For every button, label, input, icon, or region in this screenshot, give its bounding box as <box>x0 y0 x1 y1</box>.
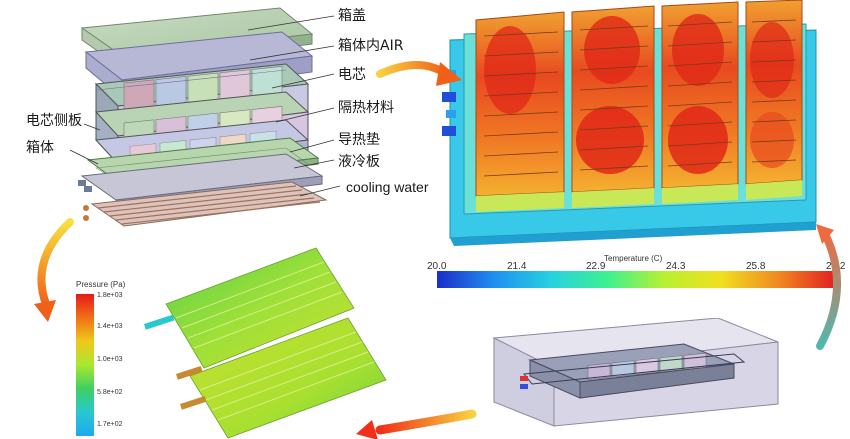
label-cells: 电芯 <box>338 67 366 83</box>
outlet-port <box>442 126 456 136</box>
coolant-channels <box>83 181 328 227</box>
pressure-tick-3: 5.8e+02 <box>97 389 123 396</box>
cold-plate-upper <box>165 247 355 369</box>
label-cold-plate: 液冷板 <box>338 154 380 170</box>
module-columns <box>475 0 803 212</box>
pressure-legend-title: Pressure (Pa) <box>76 280 126 289</box>
pressure-tick-4: 1.7e+02 <box>97 421 123 428</box>
temperature-tick-3: 24.3 <box>666 261 686 272</box>
label-housing: 箱体 <box>26 140 54 156</box>
pressure-tick-2: 1.0e+03 <box>97 356 123 363</box>
temperature-legend-title: Temperature (C) <box>604 254 663 263</box>
temperature-tick-1: 21.4 <box>507 261 527 272</box>
pressure-tick-1: 1.4e+03 <box>97 323 123 330</box>
label-cell-side-plate: 电芯侧板 <box>26 113 82 129</box>
arrow-to-pressure-bottom <box>375 409 477 435</box>
label-thermal-pad: 导热垫 <box>338 132 380 148</box>
pressure-colorbar <box>76 294 94 436</box>
cell-fins <box>483 19 797 177</box>
cold-plate-pressure-view <box>143 247 387 439</box>
exploded-pack-view <box>69 7 341 227</box>
label-lid: 箱盖 <box>338 8 366 24</box>
pressure-inlet-pipes <box>143 314 207 410</box>
enclosure-air-domain-view <box>492 318 779 427</box>
inlet-port <box>442 92 456 102</box>
label-coolant: cooling water <box>346 179 429 195</box>
label-insulation: 隔热材料 <box>338 100 394 116</box>
arrow-to-temperature <box>376 61 450 78</box>
label-box-air: 箱体内AIR <box>338 38 404 54</box>
temperature-contour-view <box>442 0 817 246</box>
leader-lines <box>69 15 341 197</box>
arrow-to-pressure <box>37 218 74 308</box>
pressure-tick-0: 1.8e+03 <box>97 292 123 299</box>
temperature-colorbar <box>437 271 835 288</box>
temperature-tick-2: 22.9 <box>586 261 606 272</box>
temperature-tick-0: 20.0 <box>427 261 447 272</box>
cold-plate-lower <box>189 317 387 439</box>
temperature-tick-4: 25.8 <box>746 261 766 272</box>
arrow-right-cycle <box>816 228 841 350</box>
